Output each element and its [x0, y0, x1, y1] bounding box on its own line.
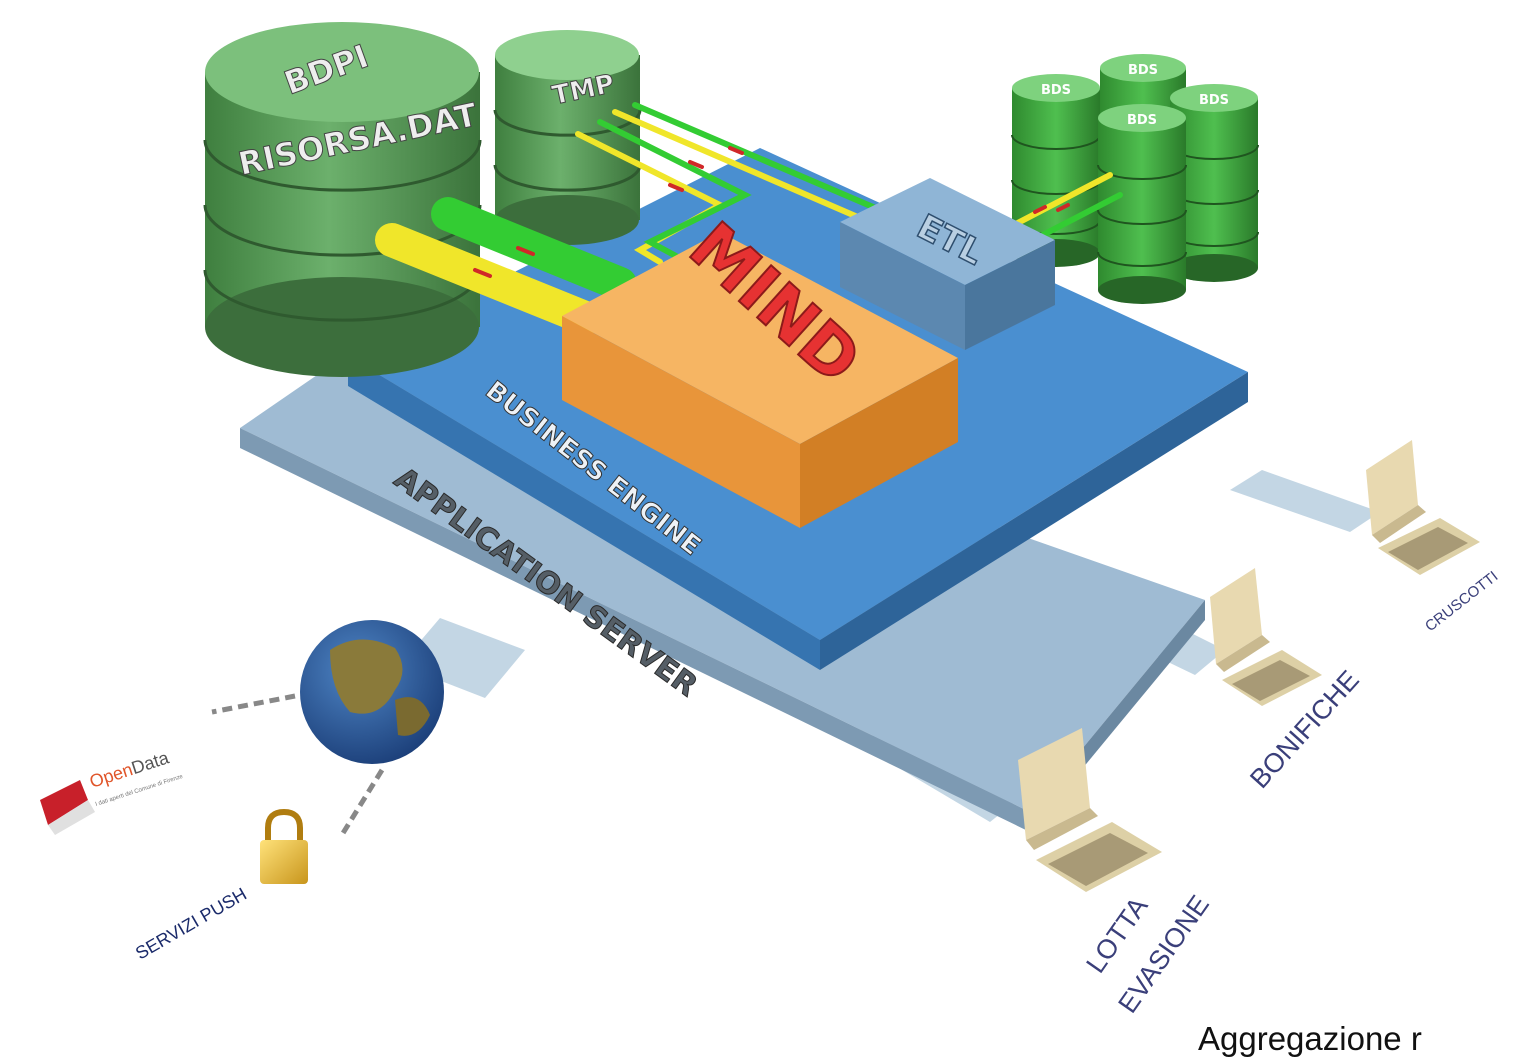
mind-box	[562, 232, 958, 528]
bidirectional-arrows	[211, 693, 385, 840]
computer-bonifiche	[1210, 568, 1322, 706]
cruscotti-label: CRUSCOTTI	[1422, 568, 1501, 635]
tmp-database	[493, 30, 642, 245]
bds-label-4: BDS	[1127, 113, 1157, 128]
pipe-tmp-green	[597, 119, 752, 259]
pipe-tmp-etl-yellow	[612, 109, 863, 221]
arrow-globe-opendata	[211, 693, 296, 715]
bds-database-1	[1011, 74, 1101, 267]
data-pipes	[375, 102, 1123, 335]
bdpi-database	[203, 22, 482, 377]
footer-caption: Aggregazione r	[1198, 1020, 1422, 1057]
computer-cruscotti	[1366, 440, 1480, 575]
bds-database-group	[1011, 54, 1259, 304]
lock-icon	[260, 808, 308, 884]
etl-box	[840, 178, 1055, 350]
pipe-green-main	[431, 197, 637, 301]
bds-label-3: BDS	[1199, 93, 1229, 108]
pipe-tmp-etl-green	[632, 102, 883, 213]
opendata-logo	[40, 780, 95, 835]
globe-icon	[300, 620, 444, 764]
bds-label-2: BDS	[1128, 63, 1158, 78]
pipe-yellow-main	[375, 223, 602, 335]
servizi-push-label: SERVIZI PUSH	[132, 884, 250, 964]
computer-lotta-evasione	[1018, 728, 1162, 892]
bds-label-1: BDS	[1041, 83, 1071, 98]
bds-database-4	[1097, 104, 1187, 304]
opendata-data: Data	[129, 747, 172, 778]
opendata-open: Open	[87, 759, 135, 792]
arrow-globe-push	[337, 768, 385, 840]
